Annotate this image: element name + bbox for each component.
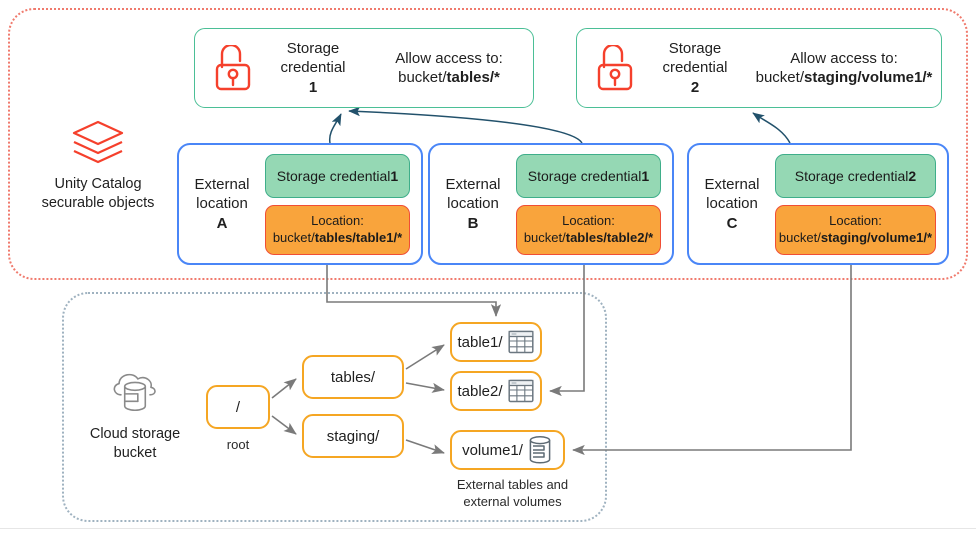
tree-node-root-label: / [235,398,241,416]
location-b-letter: B [467,214,479,232]
external-location-b-name: External location B [430,175,516,234]
tree-node-staging-label: staging/ [326,427,380,445]
cloud-storage-label-line2: bucket [113,444,157,461]
location-a-credential-prefix: Storage credential [276,167,391,184]
tree-node-tables-label: tables/ [330,368,376,386]
table-grid-icon [507,379,534,403]
location-c-location-path: staging/volume1/* [820,229,933,245]
credential-1-number: 1 [308,78,318,96]
external-location-a[interactable]: External location A Storage credential 1… [177,143,423,265]
credential-2-title-line2: credential [662,59,728,77]
location-c-location-label: Location: [829,213,882,229]
location-c-credential-prefix: Storage credential [794,167,909,184]
credential-2-number: 2 [690,78,700,96]
credential-2-allow-path: staging/volume1/* [804,69,933,86]
location-a-letter: A [216,214,228,232]
tree-node-volume1-label: volume1/ [462,441,523,459]
storage-credential-1-title: Storage credential 1 [261,39,365,98]
location-a-name-line2: location [196,195,248,213]
cloud-storage-side-label: Cloud storage bucket [55,368,215,462]
location-b-name-line2: location [447,195,499,213]
location-b-name-line1: External [445,175,501,193]
external-location-b-stack: Storage credential 1 Location: bucket/ta… [516,153,672,255]
edge-location-c-to-volume1 [572,265,852,456]
location-c-location-value: bucket/staging/volume1/* [779,230,932,246]
tree-node-tables[interactable]: tables/ [302,355,404,399]
footer-divider [0,528,976,529]
external-objects-caption-line2: external volumes [463,493,562,509]
location-c-location-chip[interactable]: Location: bucket/staging/volume1/* [775,204,936,255]
credential-2-title-line1: Storage [668,39,722,57]
location-a-location-value: bucket/tables/table1/* [273,230,402,246]
unlocked-padlock-icon [597,45,633,91]
location-b-credential-chip[interactable]: Storage credential 1 [516,153,661,198]
credential-1-allow-prefix: bucket/ [398,69,447,86]
tree-node-table1-label: table1/ [457,333,503,351]
cloud-database-icon [113,373,156,412]
location-b-location-value: bucket/tables/table2/* [524,230,653,246]
external-location-c-stack: Storage credential 2 Location: bucket/st… [775,153,947,255]
location-a-credential-chip[interactable]: Storage credential 1 [265,153,410,198]
storage-credential-card-2[interactable]: Storage credential 2 Allow access to: bu… [576,28,942,108]
location-c-name-line1: External [704,175,760,193]
location-b-location-label: Location: [562,213,615,229]
location-c-name-line2: location [706,195,758,213]
external-objects-caption-line1: External tables and [456,477,569,492]
location-a-name-line1: External [194,175,250,193]
unlocked-padlock-icon [215,45,251,91]
databricks-logo-icon [72,120,124,164]
credential-1-title-line1: Storage [286,39,340,57]
unity-catalog-side-label: Unity Catalog securable objects [18,118,178,212]
storage-credential-2-title: Storage credential 2 [643,39,747,98]
table-grid-icon [507,330,534,354]
tree-node-volume1[interactable]: volume1/ [450,430,565,470]
location-a-location-prefix: bucket/ [272,229,315,245]
location-c-credential-chip[interactable]: Storage credential 2 [775,153,936,198]
credential-2-allow-prefix: bucket/ [755,69,804,86]
credential-1-title-line2: credential [280,59,346,77]
location-c-letter: C [726,214,738,232]
unity-catalog-label-line2: securable objects [41,194,155,211]
location-c-location-prefix: bucket/ [778,229,821,245]
volume-cylinder-icon [529,436,551,464]
storage-credential-card-1[interactable]: Storage credential 1 Allow access to: bu… [194,28,534,108]
tree-node-staging[interactable]: staging/ [302,414,404,458]
location-a-location-chip[interactable]: Location: bucket/tables/table1/* [265,204,410,255]
location-b-credential-number: 1 [641,167,650,184]
location-a-location-path: tables/table1/* [314,229,403,245]
location-a-location-label: Location: [311,213,364,229]
credential-1-allow-path: tables/* [446,69,500,86]
location-b-location-prefix: bucket/ [523,229,566,245]
tree-node-root[interactable]: / [206,385,270,429]
external-location-c-name: External location C [689,175,775,234]
tree-node-table2[interactable]: table2/ [450,371,542,411]
root-caption-text: root [226,437,250,452]
tree-node-table1[interactable]: table1/ [450,322,542,362]
unity-catalog-label-line1: Unity Catalog [54,176,142,192]
external-location-a-stack: Storage credential 1 Location: bucket/ta… [265,153,421,255]
storage-credential-2-allow: Allow access to: bucket/staging/volume1/… [747,49,941,88]
location-b-location-path: tables/table2/* [565,229,654,245]
tree-node-table2-label: table2/ [457,382,503,400]
location-c-credential-number: 2 [908,167,917,184]
location-b-location-chip[interactable]: Location: bucket/tables/table2/* [516,204,661,255]
cloud-storage-label-line1: Cloud storage [89,426,181,442]
storage-credential-1-allow: Allow access to: bucket/tables/* [365,49,533,88]
external-location-b[interactable]: External location B Storage credential 1… [428,143,674,265]
external-location-c[interactable]: External location C Storage credential 2… [687,143,949,265]
external-objects-caption: External tables and external volumes [425,477,600,511]
credential-1-allow-label: Allow access to: [395,49,503,67]
root-caption: root [206,437,270,454]
credential-2-allow-label: Allow access to: [790,49,898,67]
location-b-credential-prefix: Storage credential [527,167,642,184]
external-location-a-name: External location A [179,175,265,234]
location-a-credential-number: 1 [390,167,399,184]
